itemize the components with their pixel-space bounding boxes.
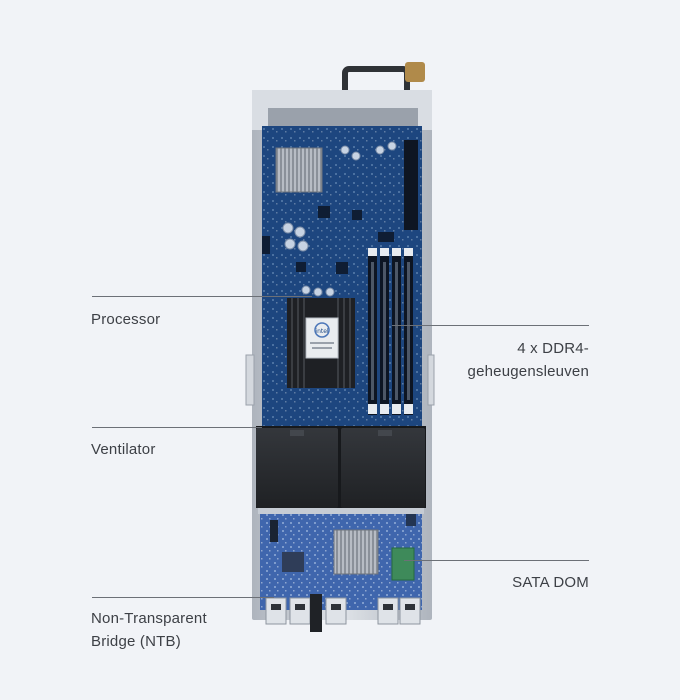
capacitors [282, 141, 397, 297]
fan-leader [92, 427, 262, 428]
processor-label: Processor [91, 308, 160, 331]
processor-label-text: Processor [91, 311, 161, 328]
small-chips [262, 206, 394, 274]
sata-dom-label-text: SATA DOM [512, 574, 589, 591]
intel-logo: intel [315, 328, 329, 335]
fans [256, 426, 426, 508]
ram-label: 4 x DDR4- geheugensleuven [468, 337, 589, 383]
pch-heatsink [275, 147, 323, 193]
fan-label-text: Ventilator [91, 441, 156, 458]
ram-leader [392, 325, 589, 326]
sata-dom-module [391, 547, 415, 581]
ntb-label: Non-Transparent Bridge (NTB) [91, 607, 207, 653]
ntb-label-line1: Non-Transparent [91, 610, 207, 627]
sata-dom-leader [404, 560, 589, 561]
ram-label-line2: geheugensleuven [467, 363, 589, 380]
ram-label-line1: 4 x DDR4- [517, 340, 589, 357]
processor-heatsink: intel [287, 298, 355, 388]
ntb-ports [265, 594, 421, 632]
processor-leader [92, 296, 312, 297]
fan-label: Ventilator [91, 438, 156, 461]
ntb-label-line2: Bridge (NTB) [91, 633, 181, 650]
riser-slot [404, 140, 418, 230]
ntb-leader [92, 597, 274, 598]
ddr4-slots [368, 248, 413, 415]
sata-dom-label: SATA DOM [512, 571, 589, 594]
lower-heatsink [333, 529, 379, 575]
